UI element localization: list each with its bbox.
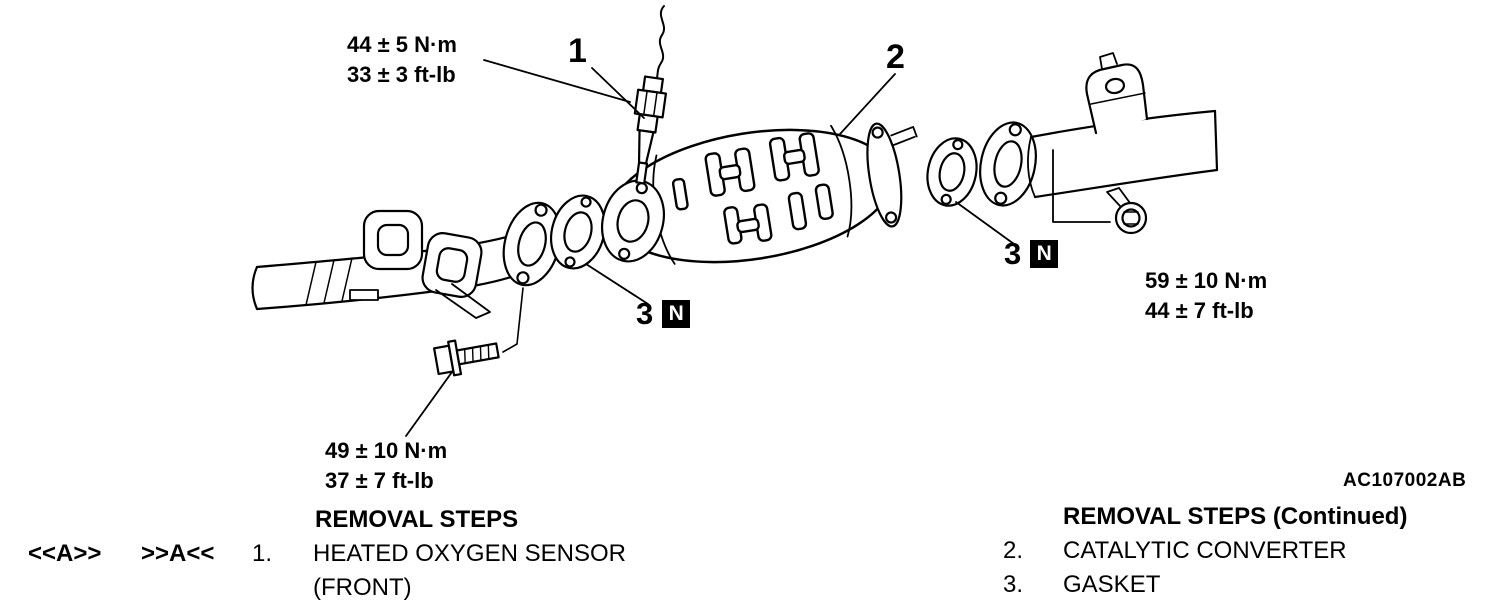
removal-steps-heading-right: REMOVAL STEPS (Continued) [1063, 503, 1408, 530]
torque-line-ftlb: 37 ± 7 ft-lb [325, 468, 434, 493]
torque-spec-front-pipe-bolt: 49 ± 10 N·m 37 ± 7 ft-lb [325, 436, 447, 496]
step-label-gasket: GASKET [1063, 571, 1161, 598]
callout-3-right: 3 N [1004, 236, 1059, 271]
torque-line-nm: 44 ± 5 N·m [347, 32, 457, 57]
step-number-3: 3. [1003, 571, 1024, 598]
procedure-marker-a-out: <<A>> [28, 540, 102, 567]
step-number-1: 1. [252, 540, 273, 567]
torque-line-nm: 49 ± 10 N·m [325, 438, 448, 463]
step-label-catalytic-converter: CATALYTIC CONVERTER [1063, 537, 1347, 564]
n-badge-icon: N [662, 299, 691, 328]
step-sublabel-front: (FRONT) [313, 574, 412, 601]
oxygen-sensor-drawing [633, 5, 668, 185]
torque-spec-oxygen-sensor: 44 ± 5 N·m 33 ± 3 ft-lb [347, 30, 457, 90]
n-badge-icon: N [1030, 239, 1059, 268]
leader-lines [405, 59, 1111, 437]
torque-line-nm: 59 ± 10 N·m [1145, 268, 1268, 293]
callout-3-left: 3 N [636, 296, 691, 331]
procedure-marker-a-in: >>A<< [141, 540, 215, 567]
callout-1: 1 [568, 32, 587, 70]
callout-3-number: 3 [1004, 236, 1022, 271]
torque-line-ftlb: 44 ± 7 ft-lb [1145, 298, 1254, 323]
callout-2: 2 [886, 38, 905, 76]
torque-line-ftlb: 33 ± 3 ft-lb [347, 62, 456, 87]
removal-steps-heading-left: REMOVAL STEPS [315, 506, 519, 533]
figure-code: AC107002AB [1343, 470, 1467, 491]
step-label-oxygen-sensor: HEATED OXYGEN SENSOR [313, 540, 626, 567]
callout-3-number: 3 [636, 296, 654, 331]
step-number-2: 2. [1003, 537, 1024, 564]
catalytic-converter-drawing [601, 122, 918, 265]
torque-spec-rear-pipe-bolt: 59 ± 10 N·m 44 ± 7 ft-lb [1145, 266, 1267, 326]
gasket-right-drawing [926, 137, 978, 207]
rear-pipe-bolt-drawing [1106, 187, 1148, 235]
rear-exhaust-pipe-drawing [979, 52, 1219, 207]
front-pipe-bolt-drawing [433, 339, 500, 377]
front-exhaust-pipe-drawing [251, 201, 562, 353]
